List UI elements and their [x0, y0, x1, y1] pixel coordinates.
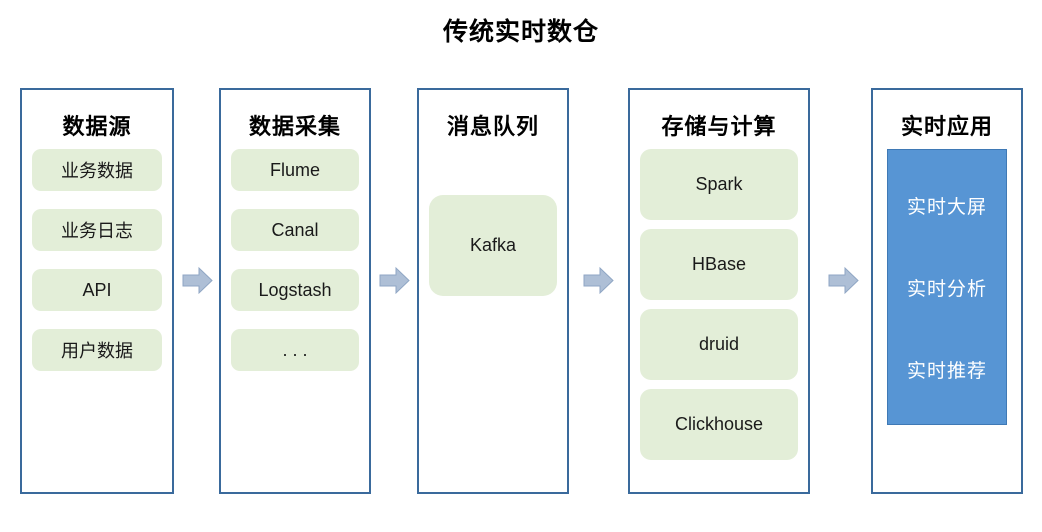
realtime-app-panel: 实时大屏 实时分析 实时推荐 — [887, 149, 1007, 425]
item-chip[interactable]: Canal — [231, 209, 359, 251]
item-chip[interactable]: 业务日志 — [32, 209, 162, 251]
stage-title-data-source: 数据源 — [62, 114, 132, 139]
item-chip[interactable]: Clickhouse — [640, 389, 798, 460]
stage-title-data-collection: 数据采集 — [248, 114, 341, 139]
item-chip[interactable]: Spark — [640, 149, 798, 220]
stage-title-realtime-app: 实时应用 — [900, 114, 993, 139]
stage-items-data-collection: Flume Canal Logstash . . . — [221, 149, 369, 492]
arrow-queue-to-compute — [583, 265, 614, 296]
page-title: 传统实时数仓 — [442, 18, 599, 46]
stage-column-message-queue: 消息队列 Kafka — [417, 88, 569, 494]
item-chip[interactable]: Kafka — [429, 195, 557, 296]
arrow-collect-to-queue — [379, 265, 410, 296]
stage-items-storage-compute: Spark HBase druid Clickhouse — [630, 149, 808, 492]
stage-column-data-source: 数据源 业务数据 业务日志 API 用户数据 — [20, 88, 174, 494]
app-item-dashboard[interactable]: 实时大屏 — [906, 196, 987, 218]
stage-title-message-queue: 消息队列 — [446, 114, 539, 139]
item-chip[interactable]: druid — [640, 309, 798, 380]
stage-items-message-queue: Kafka — [419, 149, 567, 492]
app-item-analytics[interactable]: 实时分析 — [906, 278, 987, 300]
arrow-compute-to-app — [828, 265, 859, 296]
stage-items-data-source: 业务数据 业务日志 API 用户数据 — [22, 149, 172, 492]
item-chip[interactable]: Logstash — [231, 269, 359, 311]
stage-column-data-collection: 数据采集 Flume Canal Logstash . . . — [219, 88, 371, 494]
item-chip[interactable]: 用户数据 — [32, 329, 162, 371]
item-chip[interactable]: 业务数据 — [32, 149, 162, 191]
stage-column-storage-compute: 存储与计算 Spark HBase druid Clickhouse — [628, 88, 810, 494]
item-chip[interactable]: HBase — [640, 229, 798, 300]
stage-column-realtime-app: 实时应用 实时大屏 实时分析 实时推荐 — [871, 88, 1023, 494]
item-chip[interactable]: API — [32, 269, 162, 311]
app-item-recommendation[interactable]: 实时推荐 — [906, 360, 987, 382]
item-chip[interactable]: Flume — [231, 149, 359, 191]
arrow-source-to-collect — [182, 265, 213, 296]
item-chip[interactable]: . . . — [231, 329, 359, 371]
stage-items-realtime-app: 实时大屏 实时分析 实时推荐 — [873, 149, 1021, 492]
stage-title-storage-compute: 存储与计算 — [661, 114, 777, 139]
